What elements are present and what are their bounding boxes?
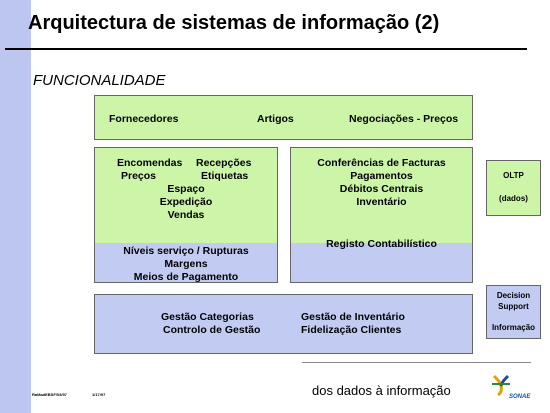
footer-date: 1/17/97 [92, 392, 106, 397]
section-label: FUNCIONALIDADE [33, 72, 166, 89]
item-inventario: Inventário [356, 196, 407, 208]
decision-support-box: Decision Support Informação [486, 285, 541, 339]
item-margens: Margens [164, 258, 208, 270]
operations-box: Encomendas Recepções Preços Etiquetas Es… [94, 147, 278, 283]
item-debitos: Débitos Centrais [339, 183, 424, 195]
finance-upper [291, 148, 472, 243]
finance-box: Conferências de Facturas Pagamentos Débi… [290, 147, 473, 283]
item-expedicao: Expedição [159, 196, 213, 208]
decision-line2: Support [498, 302, 529, 311]
item-controlo-gestao: Controlo de Gestão [163, 324, 261, 336]
footer-divider [302, 362, 531, 363]
decision-line1: Decision [496, 291, 531, 300]
operations-upper [95, 148, 277, 243]
decision-sub: Informação [491, 323, 536, 332]
master-data-box: Fornecedores Artigos Negociações - Preço… [94, 95, 473, 140]
item-vendas: Vendas [167, 209, 205, 221]
item-recepcoes: Recepções [196, 157, 252, 169]
sonae-logo-icon [491, 374, 510, 396]
item-gestao-inventario: Gestão de Inventário [301, 311, 405, 323]
item-conferencias: Conferências de Facturas [317, 157, 446, 169]
item-gestao-categorias: Gestão Categorias [161, 311, 254, 323]
item-precos: Preços [121, 170, 157, 182]
title-divider [5, 48, 527, 50]
page-title: Arquitectura de sistemas de informação (… [28, 12, 440, 34]
management-box: Gestão Categorias Controlo de Gestão Ges… [94, 294, 473, 354]
item-negociacoes: Negociações - Preços [349, 113, 459, 125]
operations-lower [95, 243, 277, 282]
item-fidelizacao: Fidelização Clientes [301, 324, 402, 336]
oltp-label: OLTP [503, 171, 524, 180]
item-espaco: Espaço [167, 183, 205, 195]
item-encomendas: Encomendas [117, 157, 183, 169]
item-pagamentos: Pagamentos [350, 170, 413, 182]
finance-lower [291, 243, 472, 282]
item-fornecedores: Fornecedores [109, 113, 179, 125]
brand-name: SONAE [509, 394, 531, 400]
oltp-box: OLTP (dados) [486, 160, 541, 216]
item-registo-contabilistico: Registo Contabilístico [326, 238, 437, 250]
oltp-sub: (dados) [499, 194, 528, 203]
item-meios-pagamento: Meios de Pagamento [133, 271, 239, 283]
item-artigos: Artigos [257, 113, 294, 125]
item-niveis-servico: Níveis serviço / Rupturas [123, 245, 249, 257]
footer-code: RaMadEBSF/03/97 [32, 392, 67, 397]
item-etiquetas: Etiquetas [201, 170, 249, 182]
footer-tagline: dos dados à informação [312, 383, 451, 398]
left-accent-band [0, 0, 31, 413]
